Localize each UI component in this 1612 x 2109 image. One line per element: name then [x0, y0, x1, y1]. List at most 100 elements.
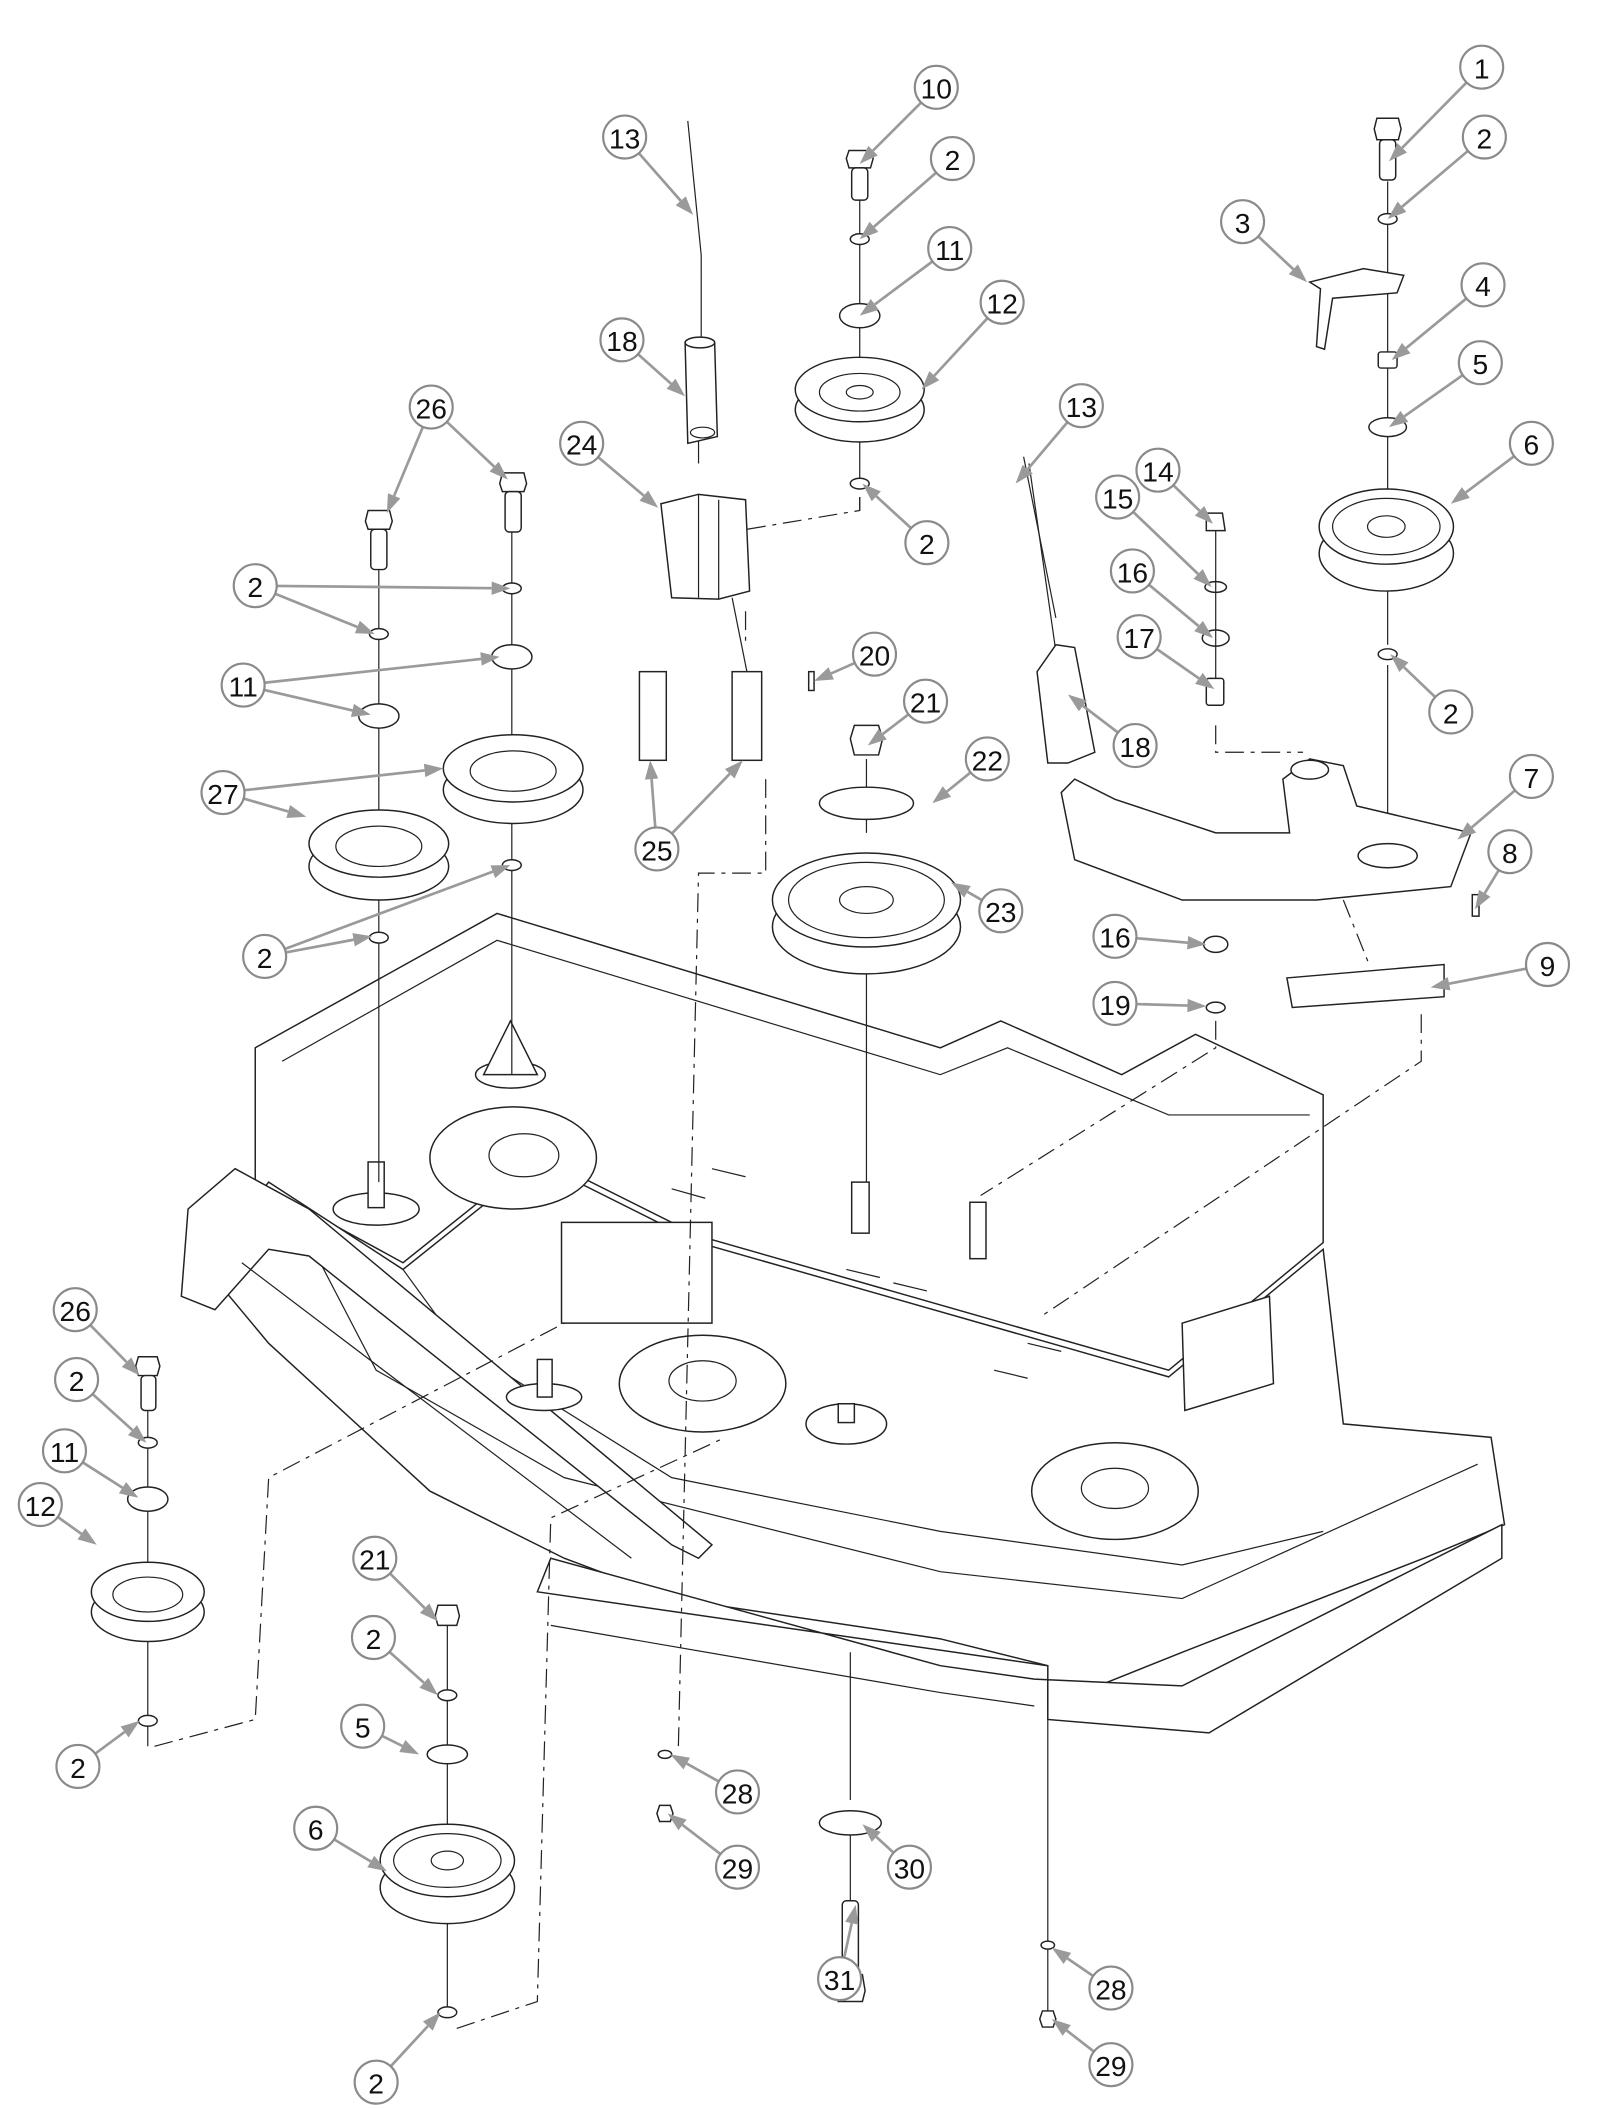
leader-line — [1448, 967, 1527, 986]
callout-bubble — [1092, 913, 1138, 959]
leader-line — [1156, 647, 1200, 680]
callout-3: 3 — [1220, 199, 1308, 283]
leader-line — [681, 1823, 722, 1856]
callout-29: 29 — [667, 1813, 761, 1890]
callout-bubble — [293, 1805, 339, 1851]
leader-line — [388, 1650, 425, 1684]
leader-line — [89, 1324, 128, 1364]
arrowhead-icon — [1390, 654, 1409, 673]
callout-number: 30 — [894, 1853, 925, 1885]
callout-number: 2 — [247, 571, 263, 603]
callout-bubble — [851, 631, 898, 677]
leader-line — [1066, 1957, 1094, 1978]
callout-6: 6 — [293, 1805, 387, 1872]
callout-2: 2 — [350, 1614, 438, 1696]
callout-13: 13 — [602, 114, 694, 215]
callout-number: 13 — [1066, 391, 1097, 423]
callout-31: 31 — [817, 1904, 863, 2002]
callout-2: 2 — [54, 1357, 147, 1443]
callout-bubble — [1508, 420, 1554, 466]
callout-bubble — [929, 135, 975, 182]
callout-29: 29 — [1051, 2018, 1134, 2088]
arrowhead-icon — [77, 1528, 97, 1545]
callout-number: 28 — [722, 1777, 753, 1809]
callout-layer: 1234562789102111221318241314151617181619… — [17, 44, 1571, 2105]
callout-21: 21 — [867, 678, 949, 746]
callout-number: 11 — [229, 670, 258, 702]
arrowhead-icon — [670, 1754, 691, 1770]
callout-number: 25 — [641, 834, 672, 866]
arrowhead-icon — [1067, 694, 1087, 712]
callout-number: 6 — [308, 1814, 324, 1846]
callout-number: 17 — [1123, 622, 1154, 654]
arrowhead-icon — [1457, 822, 1477, 840]
callout-21: 21 — [352, 1535, 438, 1622]
callout-bubble — [1220, 199, 1266, 245]
callout-number: 24 — [566, 429, 597, 461]
callout-bubble — [1092, 980, 1138, 1027]
arrowhead-icon — [121, 1357, 140, 1376]
callout-number: 10 — [921, 73, 952, 105]
leader-line — [1470, 789, 1516, 829]
leader-line — [285, 938, 354, 954]
callout-bubble — [1116, 614, 1162, 660]
callout-number: 28 — [1095, 1973, 1126, 2005]
callout-bubble — [200, 769, 246, 816]
callout-10: 10 — [859, 64, 959, 164]
callout-number: 7 — [1524, 762, 1540, 794]
leader-line — [81, 1461, 124, 1489]
arrowhead-icon — [1387, 201, 1407, 219]
callout-bubble — [1457, 340, 1503, 386]
callout-number: 31 — [824, 1964, 855, 1996]
arrowhead-icon — [386, 493, 401, 514]
leader-line — [264, 657, 482, 685]
callout-number: 16 — [1099, 922, 1130, 954]
callout-number: 12 — [986, 288, 1017, 320]
callout-bubble — [1095, 474, 1141, 520]
leader-line — [637, 353, 672, 385]
callout-bubble — [352, 1535, 398, 1581]
arrowhead-icon — [419, 1603, 438, 1622]
leader-line — [57, 1515, 83, 1535]
leader-line — [686, 1762, 720, 1783]
callout-number: 2 — [945, 144, 961, 176]
callout-bubble — [714, 1769, 761, 1815]
left-center-tensioner-assembly — [638, 120, 815, 1747]
callout-25: 25 — [634, 760, 743, 872]
callout-number: 2 — [69, 1365, 85, 1397]
callout-16: 16 — [1109, 548, 1214, 639]
callout-bubble — [17, 1481, 63, 1528]
callout-bubble — [1058, 383, 1104, 429]
callout-17: 17 — [1116, 614, 1215, 690]
callout-number: 18 — [1119, 731, 1150, 763]
arrowhead-icon — [350, 703, 371, 717]
leader-line — [597, 456, 645, 497]
callout-27: 27 — [200, 763, 444, 818]
center-top-idler-assembly — [698, 149, 925, 538]
leader-line — [872, 101, 923, 152]
leader-line — [1403, 666, 1437, 699]
callout-number: 2 — [368, 2067, 384, 2099]
arrowhead-icon — [1193, 569, 1212, 588]
arrowhead-icon — [951, 882, 971, 898]
leader-line — [243, 797, 289, 813]
arrowhead-icon — [490, 865, 511, 878]
leader-line — [874, 260, 934, 306]
leader-line — [1257, 235, 1295, 271]
arrowhead-icon — [859, 145, 878, 164]
callout-19: 19 — [1092, 980, 1207, 1027]
arrowhead-icon — [286, 805, 307, 818]
arrowhead-icon — [644, 760, 659, 780]
arrowhead-icon — [1186, 936, 1207, 950]
leader-line — [842, 1922, 854, 1958]
left-top-idler-pair — [308, 472, 584, 1183]
callout-number: 11 — [935, 234, 964, 266]
leader-line — [1082, 704, 1119, 734]
chain-13-right — [1023, 456, 1057, 619]
leader-line — [1401, 149, 1469, 208]
callout-number: 9 — [1540, 950, 1556, 982]
callout-9: 9 — [1430, 941, 1571, 991]
callout-bubble — [886, 1844, 933, 1890]
callout-number: 2 — [1443, 697, 1459, 729]
callout-number: 12 — [25, 1490, 56, 1522]
